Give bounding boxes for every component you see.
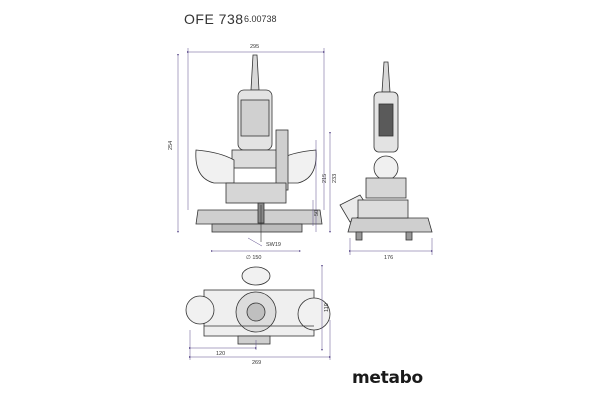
dim-collet: SW19 <box>266 242 281 248</box>
brand-logo: metabo <box>352 368 423 388</box>
side-view <box>339 61 433 241</box>
dim-top-width: 269 <box>252 360 261 366</box>
front-dimension-lines <box>177 48 331 252</box>
front-view <box>195 54 323 242</box>
dim-front-height-inner: 215 <box>322 174 328 183</box>
dim-top-depth: 110 <box>324 303 330 312</box>
dim-front-width: 295 <box>250 44 259 50</box>
top-view <box>185 266 331 345</box>
dim-front-height-total: 254 <box>168 141 174 150</box>
article-number: 6.00738 <box>244 14 277 24</box>
dim-base-diameter: ∅ 150 <box>246 254 262 261</box>
dim-front-stroke: 50 <box>314 210 320 216</box>
dim-side-depth: 176 <box>384 255 393 261</box>
side-dimension-lines <box>349 238 433 255</box>
top-dimension-lines <box>189 265 331 360</box>
dim-front-height-right: 233 <box>332 174 338 183</box>
dim-top-offset: 120 <box>216 351 225 357</box>
model-name: OFE 738 <box>184 11 244 27</box>
